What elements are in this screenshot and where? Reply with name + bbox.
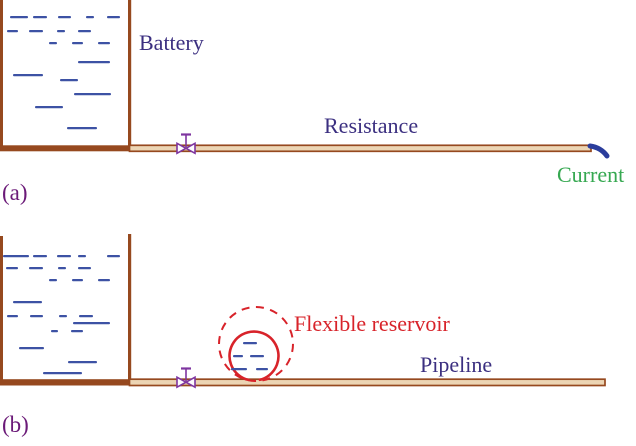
tank-a-right-wall — [128, 0, 132, 151]
flexible-reservoir-label: Flexible reservoir — [294, 311, 450, 336]
panel-b-drawing — [0, 234, 606, 389]
reservoir-solid-circle — [228, 330, 280, 382]
tank-b-bottom — [0, 379, 131, 386]
panel-a-caption: (a) — [2, 180, 28, 205]
current-label: Current — [557, 162, 625, 187]
pipe-a — [128, 144, 592, 153]
pipe-b — [128, 378, 606, 387]
tank-a-left-wall — [0, 0, 3, 151]
reservoir-water-dashes — [231, 342, 268, 371]
pipeline-label: Pipeline — [420, 352, 493, 377]
current-outflow-stream — [587, 143, 610, 159]
tank-b-left-wall — [0, 236, 3, 386]
battery-label: Battery — [139, 30, 204, 55]
tank-b-right-wall — [128, 234, 132, 386]
valve-a — [176, 133, 196, 155]
panel-b-caption: (b) — [2, 412, 29, 437]
tank-a-bottom — [0, 145, 131, 152]
panel-a-drawing — [0, 0, 610, 159]
water-dashes-b — [3, 255, 120, 375]
valve-b — [176, 367, 196, 389]
water-dashes-a — [7, 16, 120, 130]
reservoir-dashed-circle — [218, 306, 294, 382]
resistance-label: Resistance — [324, 113, 419, 138]
